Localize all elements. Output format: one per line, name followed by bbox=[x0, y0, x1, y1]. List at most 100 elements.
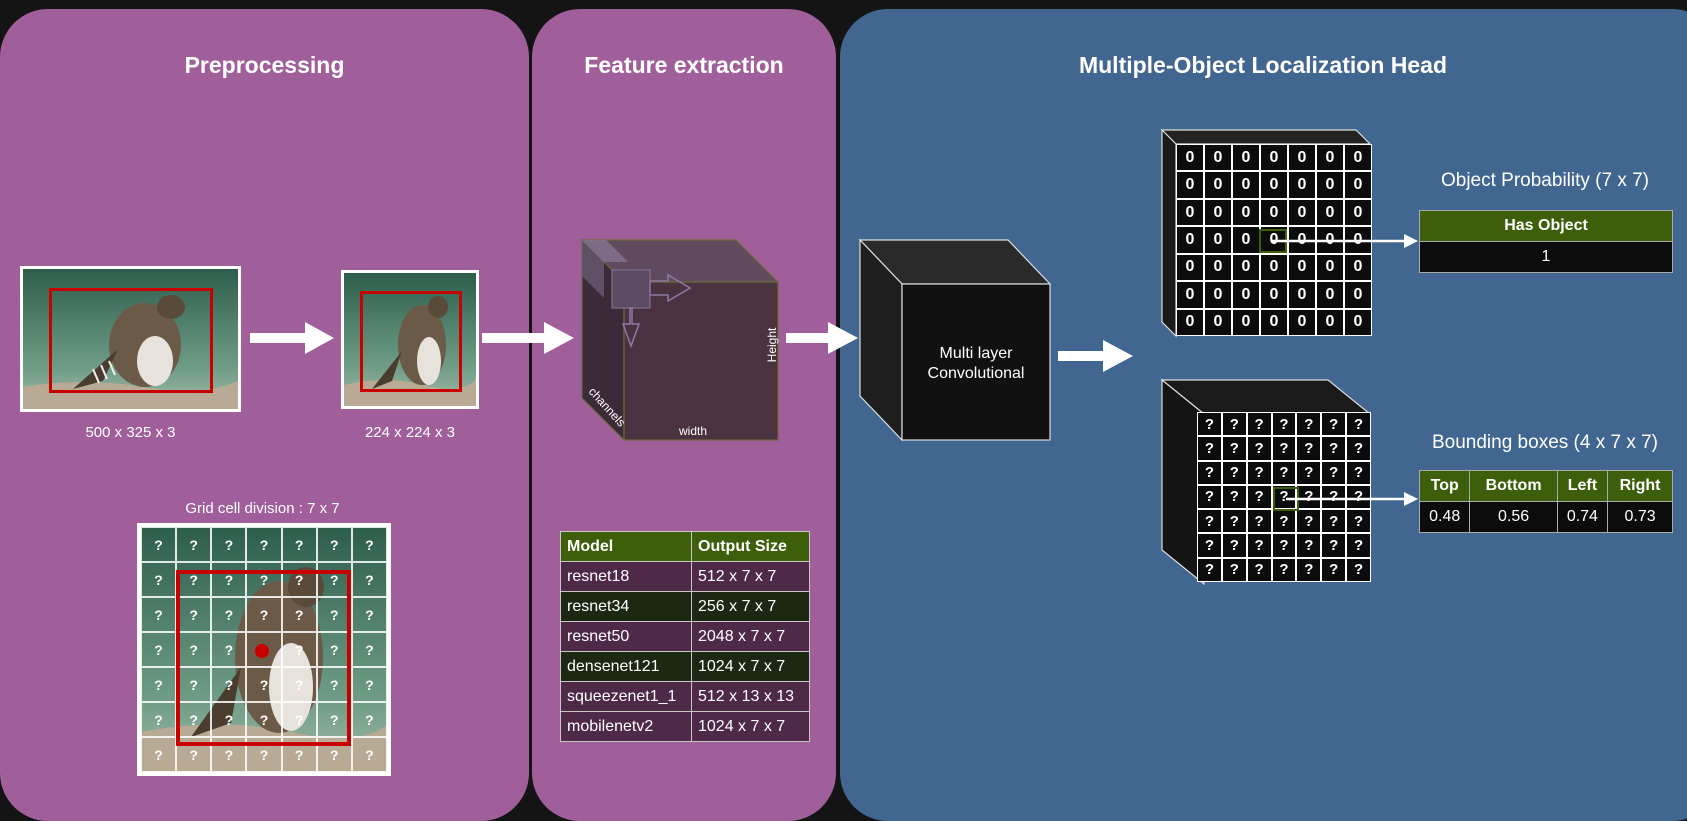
probability-cell: 0 bbox=[1288, 308, 1316, 336]
bbox-cell: ? bbox=[1346, 436, 1371, 461]
probability-grid-stack bbox=[1160, 128, 1372, 338]
grid-cell: ? bbox=[281, 632, 317, 667]
bbox-cell: ? bbox=[1346, 484, 1371, 510]
bbox-cell: ? bbox=[1221, 436, 1247, 461]
bbox-cell: ? bbox=[1321, 460, 1347, 485]
arrow-right-icon bbox=[250, 322, 334, 354]
localization-head-title: Multiple-Object Localization Head bbox=[1078, 52, 1448, 78]
grid-cell: ? bbox=[351, 562, 387, 597]
probability-cell: 0 bbox=[1288, 198, 1316, 227]
bbox-cell: ? bbox=[1197, 509, 1222, 534]
grid-cell: ? bbox=[141, 667, 177, 702]
grid-cell: ? bbox=[211, 562, 247, 597]
probability-cell: 0 bbox=[1176, 253, 1204, 282]
cube-width-label: width bbox=[678, 424, 707, 438]
probability-cell: 0 bbox=[1316, 308, 1344, 336]
output-size-cell: 1024 x 7 x 7 bbox=[691, 711, 810, 742]
bbox-cell: ? bbox=[1296, 412, 1322, 437]
pointer-arrow-icon bbox=[1259, 229, 1418, 253]
grid-cell: ? bbox=[316, 632, 352, 667]
probability-cell: 0 bbox=[1176, 171, 1204, 199]
model-cell: resnet34 bbox=[560, 591, 692, 622]
grid-cell: ? bbox=[316, 737, 352, 772]
bbox-cell: ? bbox=[1346, 533, 1371, 558]
bbox-cell: ? bbox=[1197, 484, 1222, 510]
probability-cell: 0 bbox=[1204, 171, 1232, 199]
feature-map-cube bbox=[580, 238, 780, 442]
probability-cell: 0 bbox=[1288, 281, 1316, 309]
arrow-right-icon bbox=[482, 322, 574, 354]
model-cell: resnet50 bbox=[560, 621, 692, 652]
bbox-cell: ? bbox=[1271, 436, 1297, 461]
probability-cell: 0 bbox=[1344, 253, 1372, 282]
bbox-cell: ? bbox=[1321, 412, 1347, 437]
probability-cell: 0 bbox=[1316, 171, 1344, 199]
preprocessing-title: Preprocessing bbox=[184, 52, 345, 78]
grid-cell: ? bbox=[141, 562, 177, 597]
bbox-cell: ? bbox=[1296, 436, 1322, 461]
left-header: Left bbox=[1556, 470, 1609, 502]
bbox-cell: ? bbox=[1197, 412, 1222, 437]
grid-cell: ? bbox=[246, 737, 282, 772]
object-center-dot-icon bbox=[255, 644, 269, 658]
bbox-cell: ? bbox=[1346, 557, 1371, 582]
output-size-cell: 1024 x 7 x 7 bbox=[691, 651, 810, 682]
right-header: Right bbox=[1607, 470, 1673, 502]
conv-label-line2: Convolutional bbox=[927, 365, 1025, 382]
object-probability-title: Object Probability (7 x 7) bbox=[1440, 170, 1650, 191]
bbox-cell: ? bbox=[1246, 460, 1272, 485]
probability-cell: 0 bbox=[1176, 308, 1204, 336]
grid-cell: ? bbox=[281, 562, 317, 597]
grid-cell: ? bbox=[281, 702, 317, 737]
model-cell: densenet121 bbox=[560, 651, 692, 682]
grid-cell: ? bbox=[141, 737, 177, 772]
bottom-value: 0.56 bbox=[1469, 501, 1558, 533]
grid-cell: ? bbox=[211, 737, 247, 772]
probability-cell: 0 bbox=[1316, 253, 1344, 282]
bird-photo-resized bbox=[344, 273, 476, 406]
bottom-header: Bottom bbox=[1469, 470, 1558, 502]
bbox-cell: ? bbox=[1246, 533, 1272, 558]
bbox-cell: ? bbox=[1271, 509, 1297, 534]
bbox-cell: ? bbox=[1321, 533, 1347, 558]
probability-cell: 0 bbox=[1344, 281, 1372, 309]
arrow-right-icon bbox=[1058, 340, 1133, 372]
grid-cell: ? bbox=[246, 562, 282, 597]
conv-block-label: Multi layer Convolutional bbox=[902, 344, 1050, 384]
bounding-boxes-table: Top Bottom Left Right 0.48 0.56 0.74 0.7… bbox=[1418, 470, 1673, 533]
grid-cell: ? bbox=[316, 667, 352, 702]
bbox-cell: ? bbox=[1296, 533, 1322, 558]
bbox-cell: ? bbox=[1197, 436, 1222, 461]
bbox-cell: ? bbox=[1246, 557, 1272, 582]
probability-cell: 0 bbox=[1204, 226, 1232, 254]
has-object-header: Has Object bbox=[1419, 210, 1673, 242]
bbox-cell: ? bbox=[1271, 557, 1297, 582]
grid-cell: ? bbox=[211, 702, 247, 737]
grid-cell: ? bbox=[211, 667, 247, 702]
bbox-cell: ? bbox=[1296, 509, 1322, 534]
grid-image: ????????????????????????????????????????… bbox=[137, 523, 391, 776]
bbox-cell: ? bbox=[1221, 460, 1247, 485]
bbox-cell: ? bbox=[1321, 557, 1347, 582]
grid-cell: ? bbox=[351, 597, 387, 632]
bbox-cell: ? bbox=[1346, 509, 1371, 534]
grid-cell: ? bbox=[246, 597, 282, 632]
probability-cell: 0 bbox=[1176, 281, 1204, 309]
cube-height-label: Height bbox=[765, 327, 779, 363]
output-size-cell: 2048 x 7 x 7 bbox=[691, 621, 810, 652]
probability-cell: 0 bbox=[1260, 171, 1288, 199]
bbox-cell: ? bbox=[1221, 509, 1247, 534]
probability-cell: 0 bbox=[1260, 198, 1288, 227]
grid-cell: ? bbox=[351, 667, 387, 702]
grid-cell: ? bbox=[316, 597, 352, 632]
probability-cell: 0 bbox=[1260, 308, 1288, 336]
grid-cell: ? bbox=[141, 632, 177, 667]
grid-cell: ? bbox=[141, 597, 177, 632]
right-value: 0.73 bbox=[1607, 501, 1673, 533]
output-size-cell: 256 x 7 x 7 bbox=[691, 591, 810, 622]
probability-cell: 0 bbox=[1288, 144, 1316, 172]
bbox-cell: ? bbox=[1221, 484, 1247, 510]
bounding-box-grid bbox=[176, 570, 351, 746]
